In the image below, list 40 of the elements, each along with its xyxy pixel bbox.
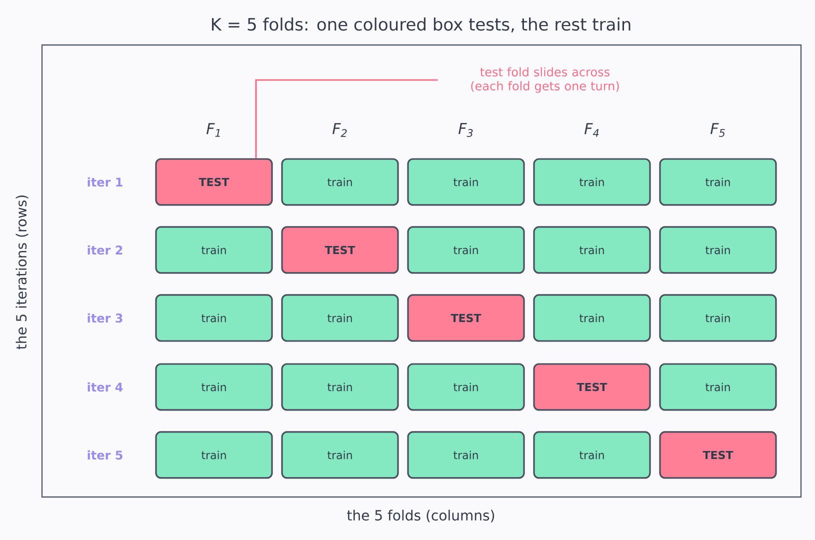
train-fold-box: train <box>407 158 525 206</box>
column-label: F$_{1}$ <box>206 123 220 137</box>
row-label: iter 2 <box>88 245 122 255</box>
column-label: F$_{3}$ <box>458 123 473 137</box>
test-fold-box: TEST <box>407 294 525 342</box>
train-fold-box: train <box>533 294 651 342</box>
train-fold-box: train <box>533 226 651 274</box>
train-fold-box: train <box>155 226 273 274</box>
train-fold-box: train <box>281 363 399 411</box>
train-fold-box: train <box>659 294 777 342</box>
train-fold-box: train <box>407 431 525 479</box>
train-fold-box: train <box>281 158 399 206</box>
annotation-text: test fold slides across (each fold gets one turn) <box>471 67 619 93</box>
test-fold-box: TEST <box>155 158 273 206</box>
train-fold-box: train <box>659 158 777 206</box>
row-label: iter 5 <box>88 450 122 460</box>
row-label: iter 3 <box>88 313 122 323</box>
axis-label: the 5 iterations (rows) <box>16 196 28 350</box>
row-label: iter 1 <box>88 177 122 187</box>
train-fold-box: train <box>155 294 273 342</box>
train-fold-box: train <box>659 226 777 274</box>
train-fold-box: train <box>407 226 525 274</box>
train-fold-box: train <box>155 363 273 411</box>
column-label: F$_{5}$ <box>710 123 725 137</box>
train-fold-box: train <box>533 158 651 206</box>
train-fold-box: train <box>281 431 399 479</box>
row-label: iter 4 <box>88 382 123 392</box>
train-fold-box: train <box>407 363 525 411</box>
leader-line <box>255 79 438 158</box>
train-fold-box: train <box>155 431 273 479</box>
test-fold-box: TEST <box>281 226 399 274</box>
title: K = 5 folds: one coloured box tests, the rest train <box>212 18 630 32</box>
train-fold-box: train <box>281 294 399 342</box>
test-fold-box: TEST <box>533 363 651 411</box>
train-fold-box: train <box>533 431 651 479</box>
axis-label: the 5 folds (columns) <box>347 510 494 522</box>
column-label: F$_{4}$ <box>584 123 599 137</box>
column-label: F$_{2}$ <box>332 123 347 137</box>
train-fold-box: train <box>659 363 777 411</box>
test-fold-box: TEST <box>659 431 777 479</box>
